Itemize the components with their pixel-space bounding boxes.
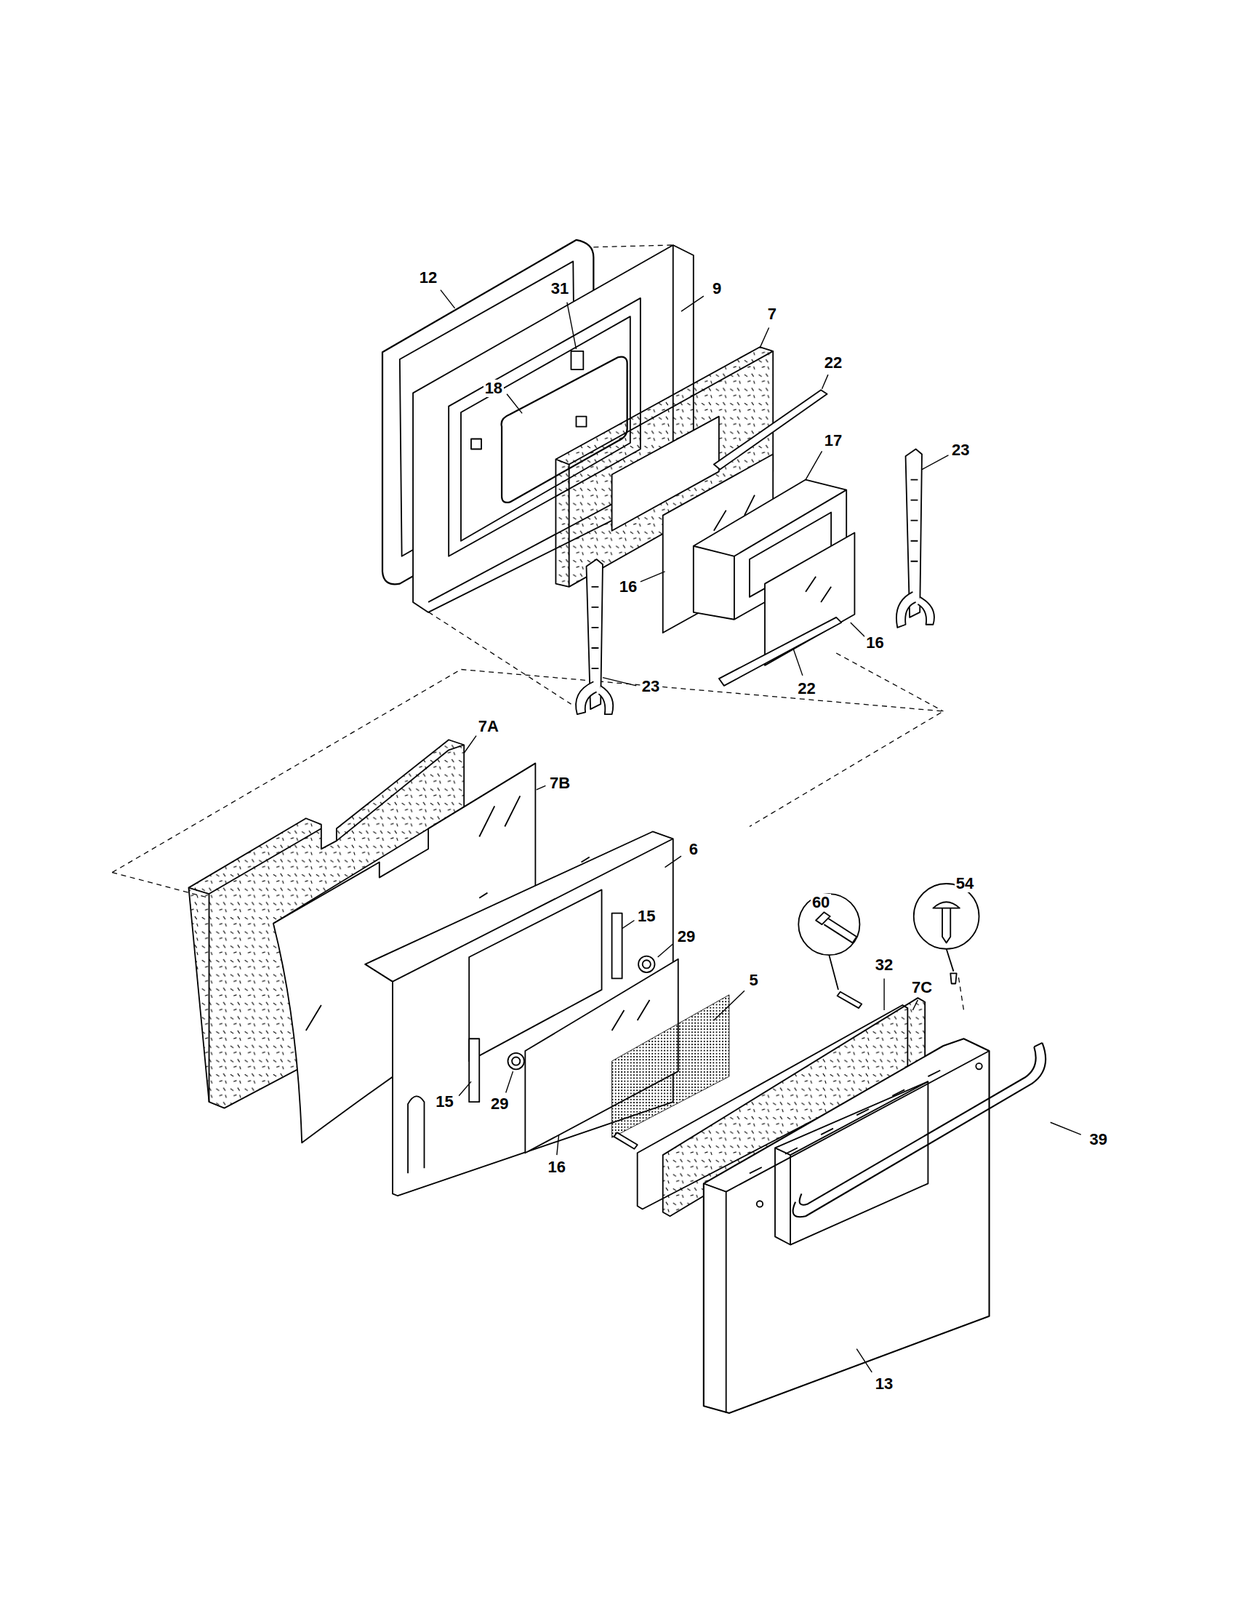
- callout-number: 29: [676, 927, 697, 946]
- callout-number: 13: [873, 1374, 895, 1393]
- callout-number: 18: [483, 379, 504, 397]
- callout-number: 5: [747, 971, 760, 989]
- callout-number: 22: [796, 679, 817, 698]
- callout-number: 60: [810, 893, 832, 912]
- callout-number: 16: [546, 1158, 568, 1176]
- callout-number: 7B: [548, 774, 572, 792]
- callout-number: 7C: [910, 978, 934, 997]
- callout-number: 17: [823, 431, 844, 450]
- callout-number: 23: [640, 677, 661, 696]
- callout-number: 9: [711, 279, 723, 298]
- callout-number: 7A: [476, 717, 501, 736]
- callout-number: 6: [687, 840, 700, 858]
- callout-number: 54: [954, 874, 975, 893]
- callout-number: 22: [823, 354, 844, 372]
- callout-number: 23: [950, 441, 971, 459]
- callout-number: 16: [618, 578, 639, 596]
- callout-number: 31: [549, 279, 571, 298]
- callout-number: 12: [418, 269, 439, 287]
- callout-number: 15: [434, 1092, 455, 1111]
- callout-number: 32: [873, 956, 895, 974]
- callout-number: 7: [766, 305, 778, 323]
- callout-number: 16: [864, 633, 885, 652]
- callout-number: 15: [636, 907, 657, 925]
- callout-number: 29: [489, 1094, 510, 1113]
- callout-number: 39: [1087, 1130, 1109, 1149]
